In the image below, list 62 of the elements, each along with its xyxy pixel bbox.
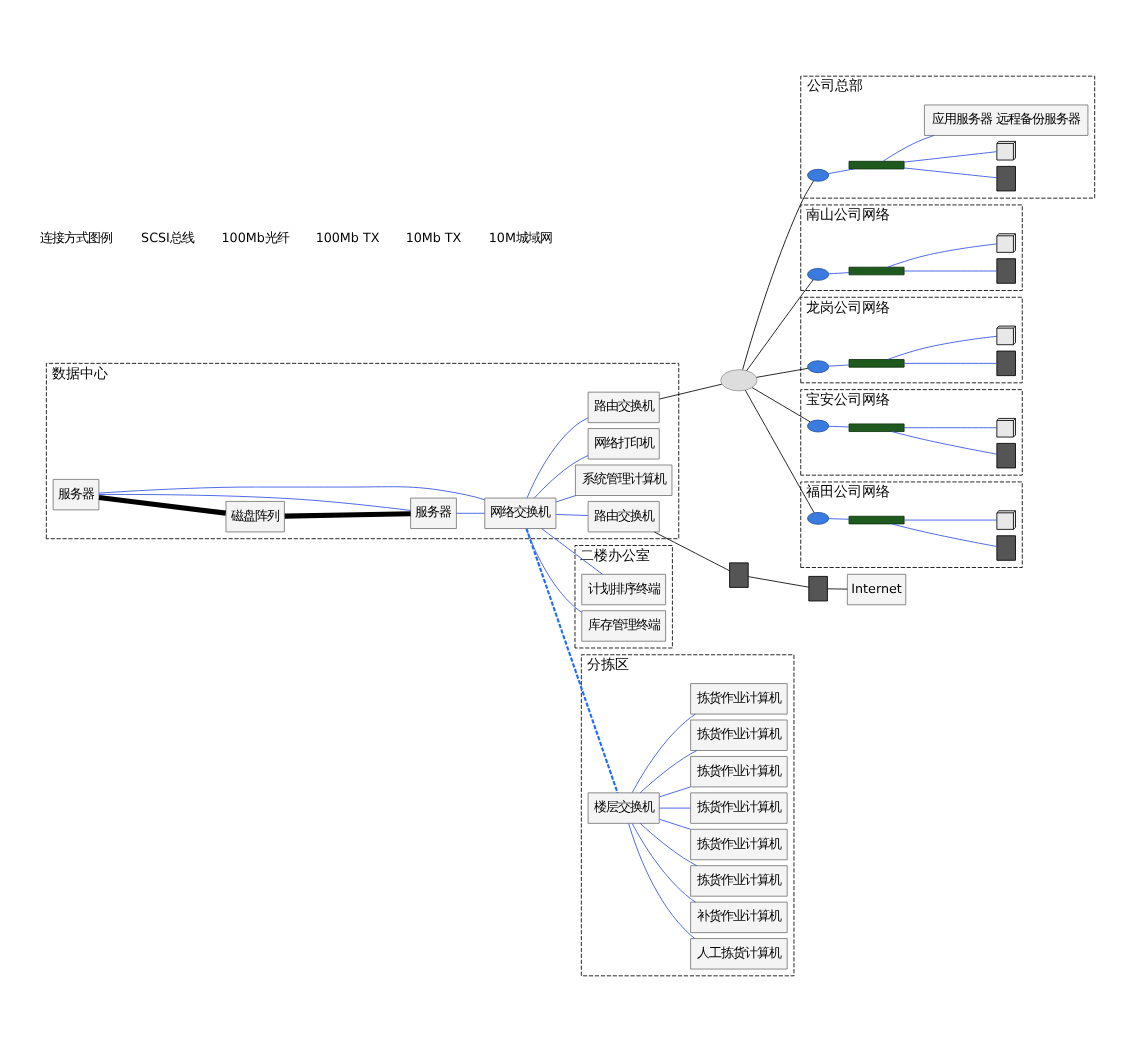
connector [827, 588, 848, 590]
node-router [807, 268, 830, 281]
connector [887, 335, 998, 360]
node-box [996, 442, 1016, 469]
node-bar [848, 359, 905, 368]
connector [659, 807, 691, 809]
connector [828, 425, 850, 428]
connector [828, 272, 850, 275]
connector [526, 417, 589, 499]
connector [887, 243, 998, 268]
connector [891, 431, 998, 455]
connector [882, 135, 935, 162]
connector [525, 528, 619, 794]
connector [639, 750, 698, 794]
connector [98, 486, 485, 501]
node-router [807, 168, 830, 182]
connector [525, 528, 582, 613]
node-box [996, 165, 1016, 192]
connector [751, 387, 811, 423]
connector [903, 519, 997, 521]
connector [891, 523, 998, 547]
connector [903, 427, 997, 429]
connector [903, 167, 997, 179]
connector [541, 528, 603, 575]
connector [747, 576, 810, 588]
connector [628, 823, 696, 939]
connector [828, 518, 850, 520]
node-cloud [720, 369, 758, 392]
connector [631, 823, 696, 903]
node-box [996, 258, 1016, 284]
connector [639, 823, 698, 867]
connector [744, 389, 815, 514]
connector [534, 455, 589, 499]
connector [98, 494, 411, 511]
node-bar [848, 266, 905, 276]
node-bar [848, 515, 905, 525]
connector [746, 279, 814, 372]
connector [555, 514, 589, 516]
connector [827, 168, 855, 175]
node-box [808, 576, 828, 602]
node-box [729, 562, 749, 588]
node-router [807, 512, 830, 525]
connector [903, 151, 997, 163]
connector [631, 713, 696, 793]
node-bar [848, 423, 905, 432]
connector [903, 362, 997, 364]
connector [98, 494, 227, 516]
connector [828, 364, 850, 367]
connector [284, 511, 411, 519]
connector [456, 512, 485, 514]
connector [903, 270, 997, 272]
connector [742, 180, 815, 371]
connector [659, 383, 723, 400]
connector [659, 786, 691, 798]
node-bar [848, 160, 905, 170]
node-box [996, 535, 1016, 561]
connector [756, 367, 809, 378]
connector [659, 818, 691, 830]
node-box [996, 350, 1016, 377]
node-router [807, 419, 830, 433]
connector [555, 495, 577, 503]
node-router [807, 360, 830, 374]
